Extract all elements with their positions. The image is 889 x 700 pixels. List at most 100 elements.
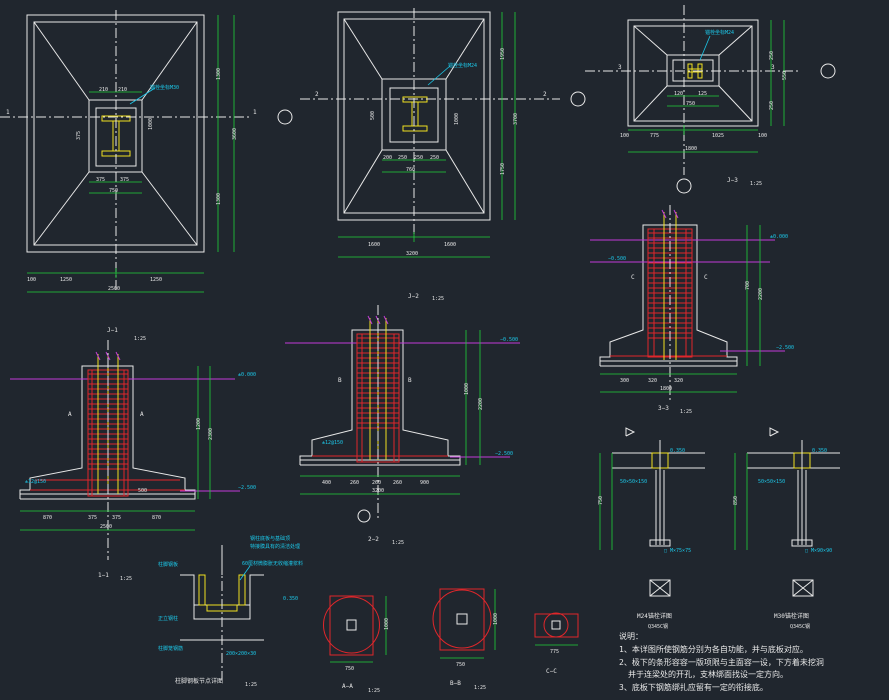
s33-title: 3−3 — [658, 405, 669, 412]
dim-s33-a: 300 — [620, 378, 629, 384]
notes-title: 说明： — [619, 631, 643, 641]
dim-j3-right: 1025 — [712, 133, 724, 139]
dim-j3-edge-right: 100 — [758, 133, 767, 139]
axis-label-1-right: 1 — [253, 109, 257, 116]
dim-j1-p3: 375 — [96, 177, 105, 183]
dim-s11-b: 375 — [88, 515, 97, 521]
m30-anchor-plate: 50×50×150 — [758, 479, 785, 485]
dim-j1-h-total: 3600 — [232, 128, 238, 140]
plan-j1: 1 1 1250 1250 2500 100 1300 1300 3600 21… — [0, 10, 293, 342]
s33-level-mid: −0.500 — [608, 256, 626, 262]
dim-s11-total: 2500 — [100, 524, 112, 530]
m30-grade: Q345C钢 — [790, 623, 810, 630]
j3-title: J−3 — [727, 177, 738, 184]
axis-bubble-3-bottom — [676, 178, 692, 194]
s33-level-bottom: −2.500 — [776, 345, 794, 351]
dim-j2-v3: 760 — [406, 167, 415, 173]
dim-j3-p2: 125 — [698, 91, 707, 97]
notes-item-3: 3、底板下钢筋绑扎应留有一定的衔接底。 — [619, 682, 768, 692]
dim-j3-p1: 120 — [674, 91, 683, 97]
m30-top-level: 0.350 — [812, 448, 827, 454]
m24-top-level: 0.350 — [670, 448, 685, 454]
dim-j2-p4: 250 — [430, 155, 439, 161]
s22-title: 2−2 — [368, 536, 379, 543]
dim-j1-p1: 210 — [99, 87, 108, 93]
s22-section-b-left: B — [338, 377, 342, 384]
dim-s11-h2: 2300 — [208, 428, 214, 440]
dim-j1-right: 1250 — [150, 277, 162, 283]
axis-bubble-1 — [277, 109, 293, 125]
dim-j3-v1: 550 — [782, 71, 788, 80]
j3-scale: 1:25 — [750, 181, 762, 187]
base-note-2: 特接膜具有的清洁处理 — [250, 543, 300, 550]
j1-scale: 1:25 — [134, 336, 146, 342]
dim-s22-total: 3200 — [372, 488, 384, 494]
base-note-rebar: 柱脚笼钢筋 — [158, 645, 183, 652]
dim-s11-d: 870 — [152, 515, 161, 521]
axis-label-3-left: 3 — [618, 64, 622, 71]
dim-s22-h1: 1000 — [464, 383, 470, 395]
s22-axis-bubble — [357, 509, 371, 523]
s33-scale: 1:25 — [680, 409, 692, 415]
axis-label-2-left: 2 — [315, 91, 319, 98]
plan-j2: 2 2 1600 1600 3200 1950 1750 3700 200 25… — [300, 8, 586, 302]
dim-s33-total: 1800 — [660, 386, 672, 392]
dim-bb-w: 750 — [456, 662, 465, 668]
dim-s33-b: 320 — [648, 378, 657, 384]
j2-title: J−2 — [408, 293, 419, 300]
base-note-size: 200×200×30 — [226, 651, 256, 657]
notes-item-2: 2、极下的条形容容一版项限与主面容一设，下方着未挖洞 — [619, 657, 824, 667]
s22-rebar-callout: ±12@150 — [322, 440, 343, 446]
j3-outer-outline — [627, 19, 759, 127]
dim-j1-h-top: 1300 — [216, 68, 222, 80]
section-b-b: 750 1000 B−B 1:25 — [432, 588, 499, 691]
s22-section-b-right: B — [408, 377, 412, 384]
base-note-grout: 60厘材微膨胀无收缩灌浆料 — [242, 560, 303, 567]
dim-m30-len: 850 — [733, 496, 739, 505]
s22-level-top: −0.500 — [500, 337, 518, 343]
column-base-detail: 60厘材微膨胀无收缩灌浆料 柱脚钢板 钢柱底板与基础顶 特接膜具有的清洁处理 正… — [158, 535, 303, 688]
dim-j2-left: 1600 — [368, 242, 380, 248]
m24-extra: □ M×75×75 — [664, 548, 691, 554]
dim-j1-p5: 750 — [109, 188, 118, 194]
base-note-column: 正立钢柱 — [158, 615, 178, 622]
base-level: 0.350 — [283, 596, 298, 602]
dim-j2-v1: 1000 — [454, 113, 460, 125]
dim-j2-p2: 250 — [398, 155, 407, 161]
m30-extra: □ M×90×90 — [805, 548, 832, 554]
j1-title: J−1 — [107, 327, 118, 334]
j2-bolt-callout: 锚栓坐标M24 — [448, 62, 477, 69]
dim-j2-h-bot: 1750 — [500, 163, 506, 175]
j2-steel-column — [402, 96, 428, 132]
s33-anchor-bolts — [663, 212, 677, 360]
s11-level-bottom: −2.500 — [238, 485, 256, 491]
dim-s22-b: 260 — [350, 480, 359, 486]
dim-j3-edge: 100 — [620, 133, 629, 139]
bb-title: B−B — [450, 680, 461, 687]
notes-item-1: 1、本详图所使钢筋分别为各自功能，并与底板对应。 — [619, 644, 808, 654]
dim-j2-h-top: 1950 — [500, 48, 506, 60]
general-notes: 说明： 1、本详图所使钢筋分别为各自功能，并与底板对应。 2、极下的条形容容一版… — [619, 631, 824, 692]
j3-bolt-callout: 锚栓坐标M24 — [705, 29, 734, 36]
m24-grade: Q345C钢 — [648, 623, 668, 630]
m24-detail: 750 0.350 50×50×150 □ M×75×75 M24锚栓详图 Q3… — [598, 427, 705, 630]
section-3-3: C C ±0.000 −0.500 −2.500 300 320 320 180… — [590, 205, 794, 415]
s22-scale: 1:25 — [392, 540, 404, 546]
s22-level-bottom: −2.500 — [495, 451, 513, 457]
base-note-plate: 柱脚钢板 — [158, 561, 178, 568]
dim-s22-a: 400 — [322, 480, 331, 486]
s33-section-c-left: C — [631, 274, 635, 281]
dim-aa-h: 1000 — [384, 618, 390, 630]
dim-s22-h2: 2200 — [478, 398, 484, 410]
bb-section — [439, 588, 485, 651]
j2-scale: 1:25 — [432, 296, 444, 302]
section-c-c: 775 C−C — [534, 612, 579, 675]
dim-j2-v2: 500 — [370, 111, 376, 120]
dim-j3-left: 775 — [650, 133, 659, 139]
dim-j2-p1: 200 — [383, 155, 392, 161]
base-detail-scale: 1:25 — [245, 682, 257, 688]
dim-s22-c: 900 — [420, 480, 429, 486]
base-detail-title: 柱脚钢板节点详图 — [175, 677, 223, 685]
